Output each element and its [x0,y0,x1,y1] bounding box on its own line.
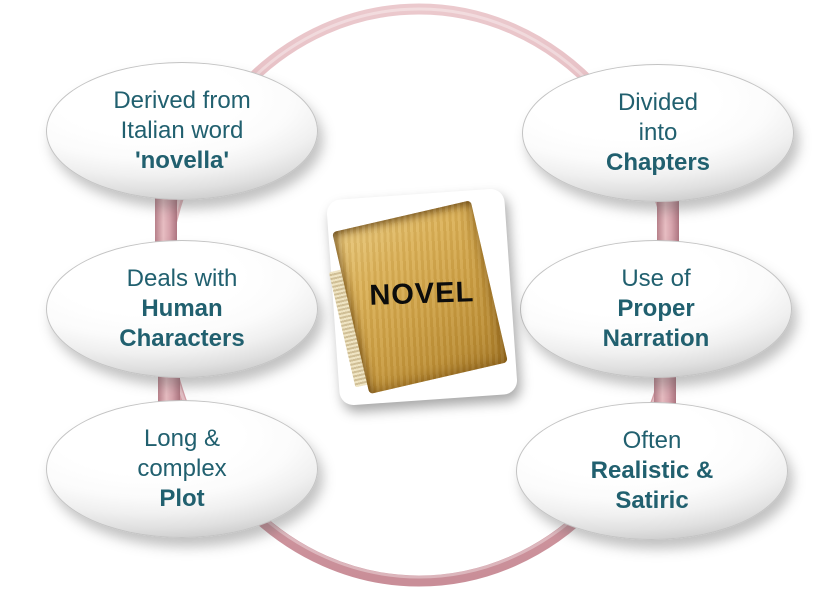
node-realistic-satiric: Often Realistic & Satiric [516,402,788,540]
node-text-bold: 'novella' [134,147,230,174]
node-text-regular: Use of [621,265,691,292]
novel-book-illustration: NOVEL [326,188,518,406]
node-text-bold: Human Characters [119,295,245,352]
node-derived-novella: Derived from Italian word 'novella' [46,62,318,200]
node-text-regular: Divided into [617,89,699,146]
node-human-characters: Deals with Human Characters [46,240,318,378]
node-text-bold: Plot [159,485,205,512]
book-title: NOVEL [368,276,475,312]
node-divided-chapters: Divided into Chapters [522,64,794,202]
node-text-regular: Often [622,427,682,454]
node-text-bold: Proper Narration [602,295,710,352]
node-text-bold: Chapters [605,149,711,176]
node-text-bold: Realistic & Satiric [590,457,714,514]
connector-bar-left-top [155,186,177,244]
node-proper-narration: Use of Proper Narration [520,240,792,378]
node-complex-plot: Long & complex Plot [46,400,318,538]
node-text-regular: Long & complex [137,425,227,482]
node-text-regular: Deals with [126,265,238,292]
node-text-regular: Derived from Italian word [113,87,251,144]
